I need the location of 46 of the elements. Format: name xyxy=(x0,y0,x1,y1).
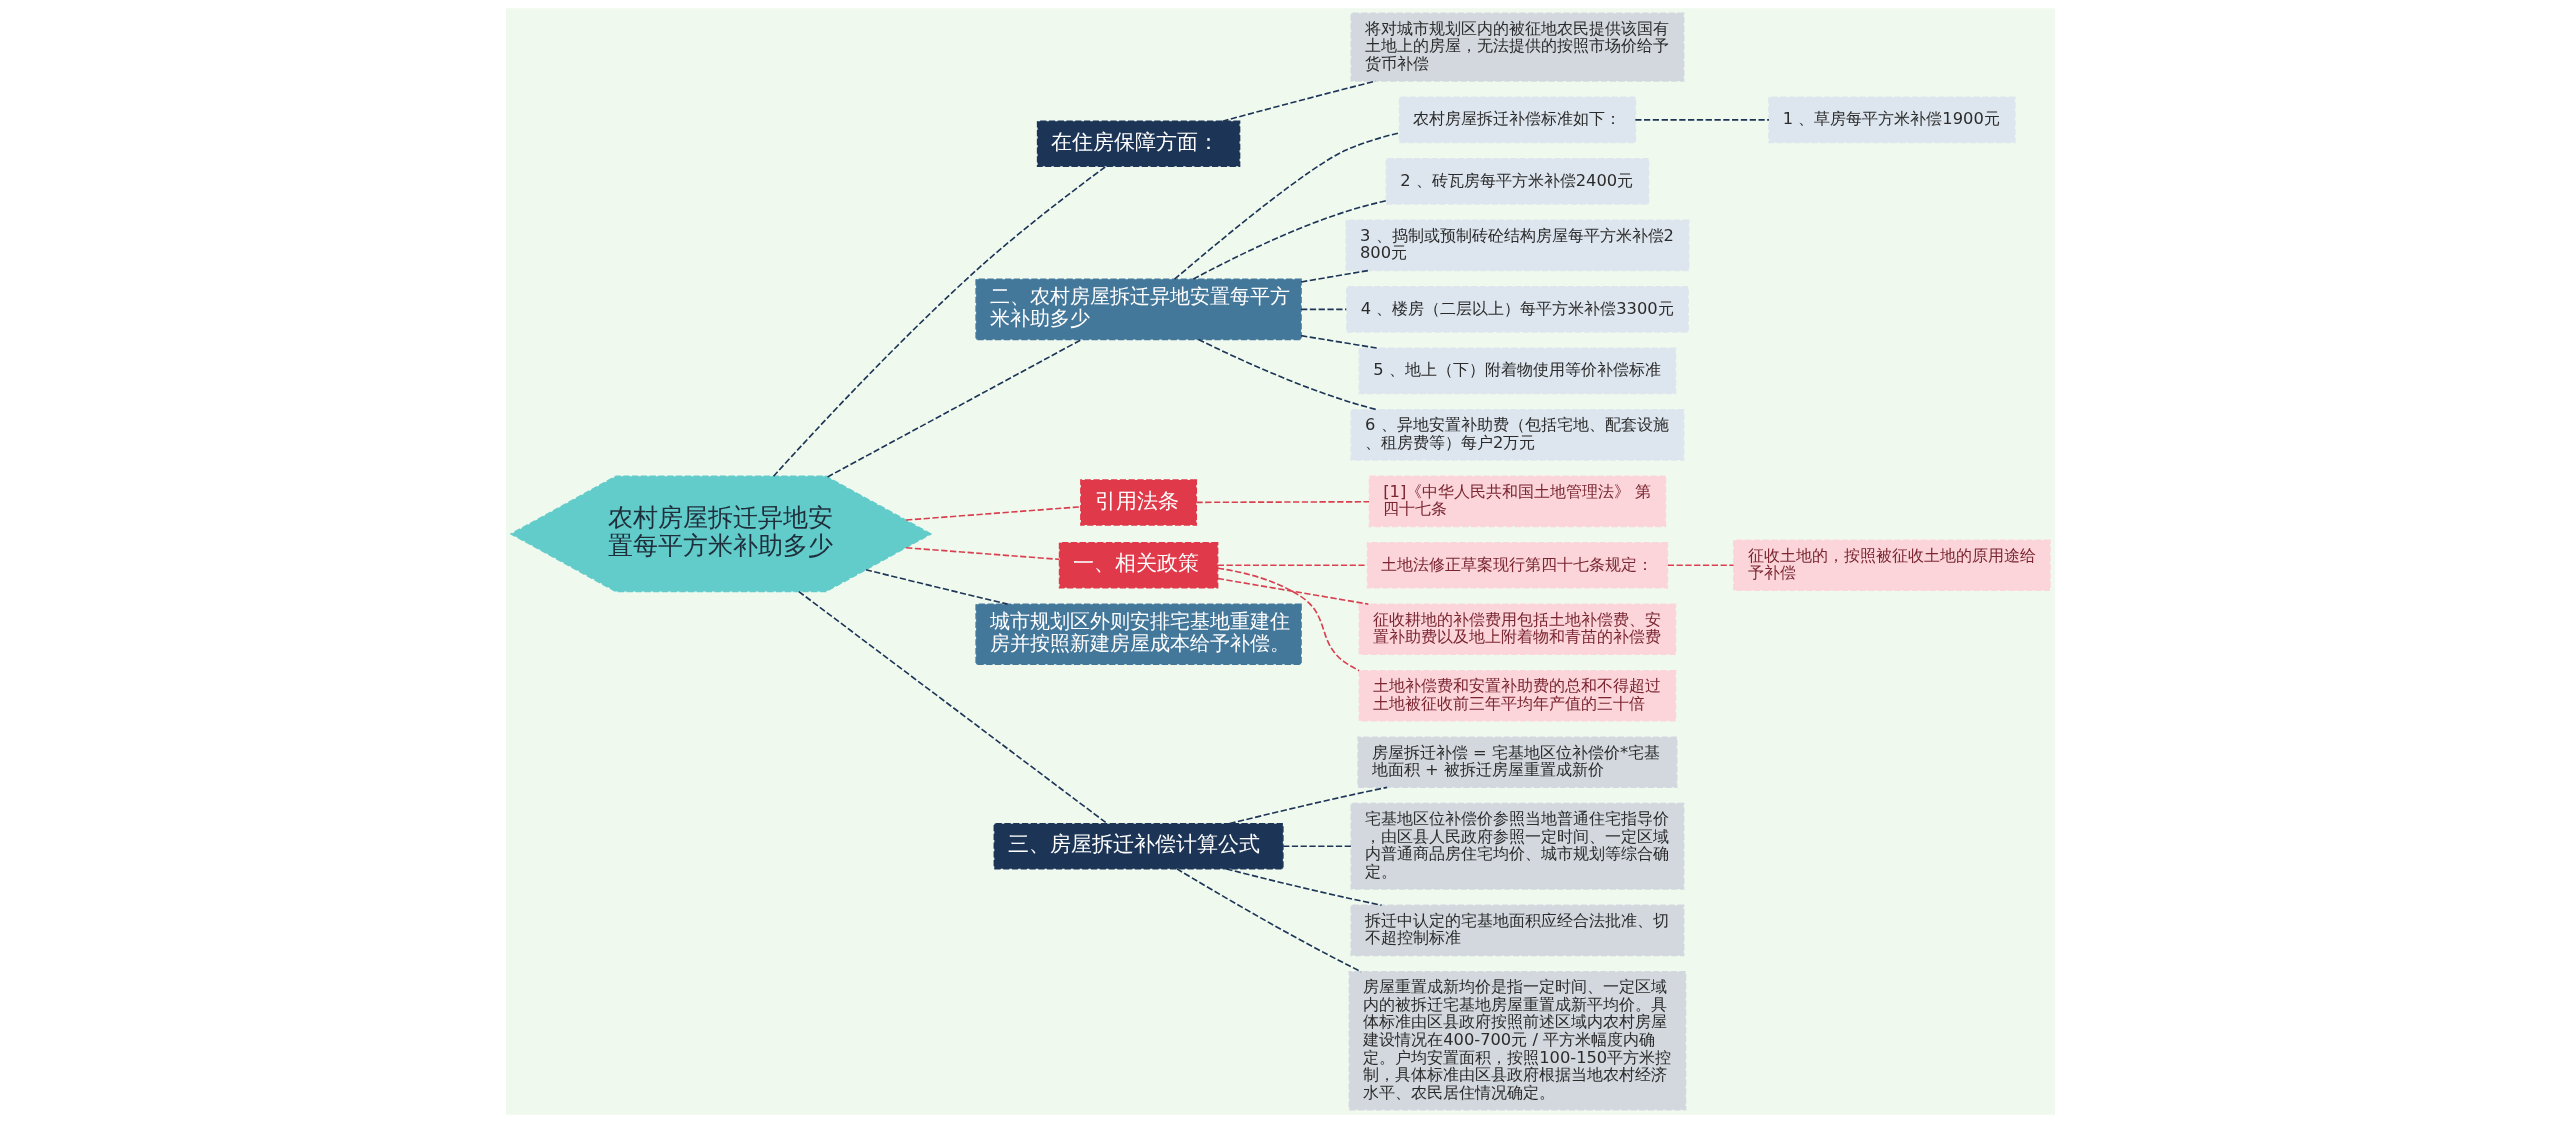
connector xyxy=(797,590,1108,825)
connector xyxy=(1216,564,1368,567)
node-box: 房屋重置成新均价是指一定时间、一定区域内的被拆迁宅基地房屋重置成新平均价。具体标准由区县政府按照前述区域内农村房屋建设情况在400-700元 / 平方米幅度内确定。户均安置面积，按照100-150平方米控制，具体标准由区县政府根据当地农村经济水平、农民居住情况确定。 xyxy=(1348,970,1686,1111)
connector xyxy=(864,568,1008,605)
connector xyxy=(1197,338,1378,411)
node-box: 农村房屋拆迁补偿标准如下： xyxy=(1398,96,1636,144)
connector xyxy=(772,165,1107,477)
connector xyxy=(1666,564,1734,567)
connector xyxy=(1173,132,1400,281)
connector xyxy=(1634,119,1770,121)
node-box: 将对城市规划区内的被征地农民提供该国有土地上的房屋，无法提供的按照市场价给予货币补偿 xyxy=(1349,12,1684,82)
connector xyxy=(904,546,1060,561)
node-box: 6 、异地安置补助费（包括宅地、配套设施、租房费等）每户2万元 xyxy=(1349,408,1684,461)
node-box: 征收耕地的补偿费用包括土地补偿费、安置补助费以及地上附着物和青苗的补偿费 xyxy=(1358,603,1676,656)
node-box: 5 、地上（下）附着物使用等价补偿标准 xyxy=(1358,347,1676,395)
node-box: 土地补偿费和安置补助费的总和不得超过土地被征收前三年平均年产值的三十倍 xyxy=(1358,669,1676,722)
node-box: 拆迁中认定的宅基地面积应经合法批准、切不超控制标准 xyxy=(1349,904,1684,957)
node-box: 二、农村房屋拆迁异地安置每平方米补助多少 xyxy=(974,278,1302,341)
node-box: [1]《中华人民共和国土地管理法》 第四十七条 xyxy=(1368,475,1666,528)
node-box: 2 、砖瓦房每平方米补偿2400元 xyxy=(1385,158,1649,205)
connector xyxy=(1175,868,1362,973)
connector xyxy=(1299,308,1347,311)
connector xyxy=(904,506,1081,521)
connector xyxy=(1225,868,1382,906)
connector xyxy=(826,338,1082,478)
connector xyxy=(1299,334,1379,350)
connector xyxy=(1281,845,1352,848)
node-box: 一、相关政策 xyxy=(1058,541,1218,589)
node-box: 城市规划区外则安排宅基地重建住房并按照新建房屋成本给予补偿。 xyxy=(974,603,1302,666)
node-box: 1 、草房每平方米补偿1900元 xyxy=(1767,96,2016,144)
connector xyxy=(1216,567,1360,672)
node-box: 3 、捣制或预制砖砼结构房屋每平方米补偿2800元 xyxy=(1344,219,1689,272)
connector xyxy=(1216,577,1369,605)
connector xyxy=(1221,80,1376,122)
node-box: 三、房屋拆迁补偿计算公式 xyxy=(993,822,1284,870)
node-box: 宅基地区位补偿价参照当地普通住宅指导价，由区县人民政府参照一定时间、一定区域内普通商品房住宅均价、城市规划等综合确定。 xyxy=(1349,802,1684,890)
node-box: 房屋拆迁补偿 = 宅基地区位补偿价*宅基地面积 + 被拆迁房屋重置成新价 xyxy=(1356,736,1678,789)
connector xyxy=(1195,500,1370,504)
connector xyxy=(1299,269,1369,283)
node-box: 征收土地的，按照被征收土地的原用途给予补偿 xyxy=(1732,539,2051,592)
node-box: 4 、楼房（二层以上）每平方米补偿3300元 xyxy=(1345,286,1689,333)
node-box: 土地法修正草案现行第四十七条规定： xyxy=(1366,541,1668,589)
node-box: 引用法条 xyxy=(1079,479,1197,526)
connector xyxy=(1228,786,1388,825)
node-box: 在住房保障方面： xyxy=(1036,120,1240,168)
connector xyxy=(1192,199,1387,280)
